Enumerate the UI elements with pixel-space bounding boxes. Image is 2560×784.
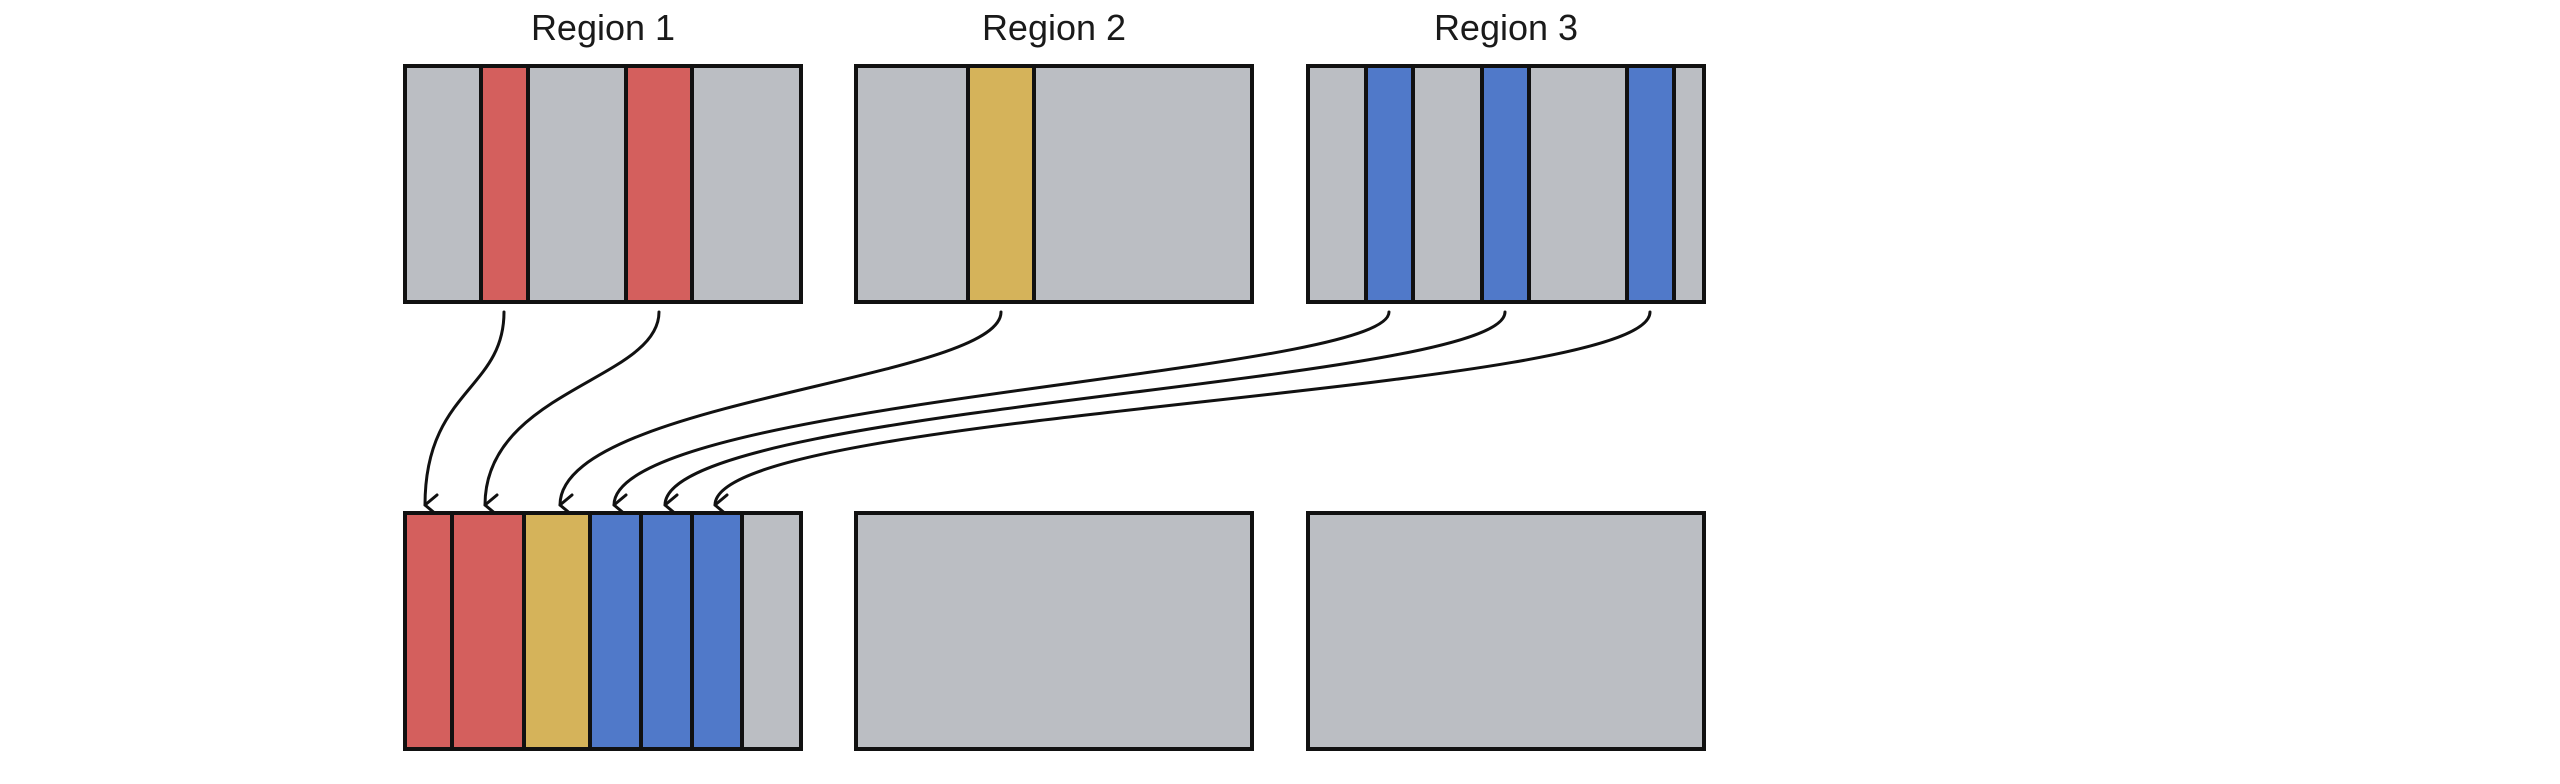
destination-region-1 <box>403 511 803 751</box>
dest-blue-block-2 <box>639 511 694 751</box>
source-region-3 <box>1306 64 1706 304</box>
arrow-blue-2 <box>663 310 1507 517</box>
region-3-blue-block-2 <box>1480 64 1531 304</box>
region-1-background <box>403 64 803 304</box>
source-region-1 <box>403 64 803 304</box>
destination-region-2 <box>854 511 1254 751</box>
destination-region-3 <box>1306 511 1706 751</box>
dest-region-2-background <box>854 511 1254 751</box>
source-region-2 <box>854 64 1254 304</box>
region-3-blue-block-3 <box>1625 64 1676 304</box>
arrow-blue-1 <box>612 310 1391 517</box>
dest-blue-block-1 <box>588 511 643 751</box>
region-2-background <box>854 64 1254 304</box>
arrow-blue-3 <box>713 310 1652 517</box>
dest-blue-block-3 <box>690 511 744 751</box>
region-2-yellow-block <box>966 64 1036 304</box>
region-2-label: Region 2 <box>982 7 1126 48</box>
dest-region-3-background <box>1306 511 1706 751</box>
dest-red-block-2 <box>450 511 526 751</box>
region-3-label: Region 3 <box>1434 7 1578 48</box>
region-1-label: Region 1 <box>531 7 675 48</box>
arrow-red-1 <box>423 310 506 517</box>
dest-red-block-1 <box>403 511 454 751</box>
arrow-red-2 <box>483 310 661 517</box>
region-3-blue-block-1 <box>1364 64 1415 304</box>
dest-yellow-block <box>522 511 592 751</box>
region-1-red-block-1 <box>479 64 530 304</box>
region-1-red-block-2 <box>624 64 694 304</box>
arrow-yellow <box>558 310 1003 517</box>
migration-arrows <box>423 310 1652 517</box>
